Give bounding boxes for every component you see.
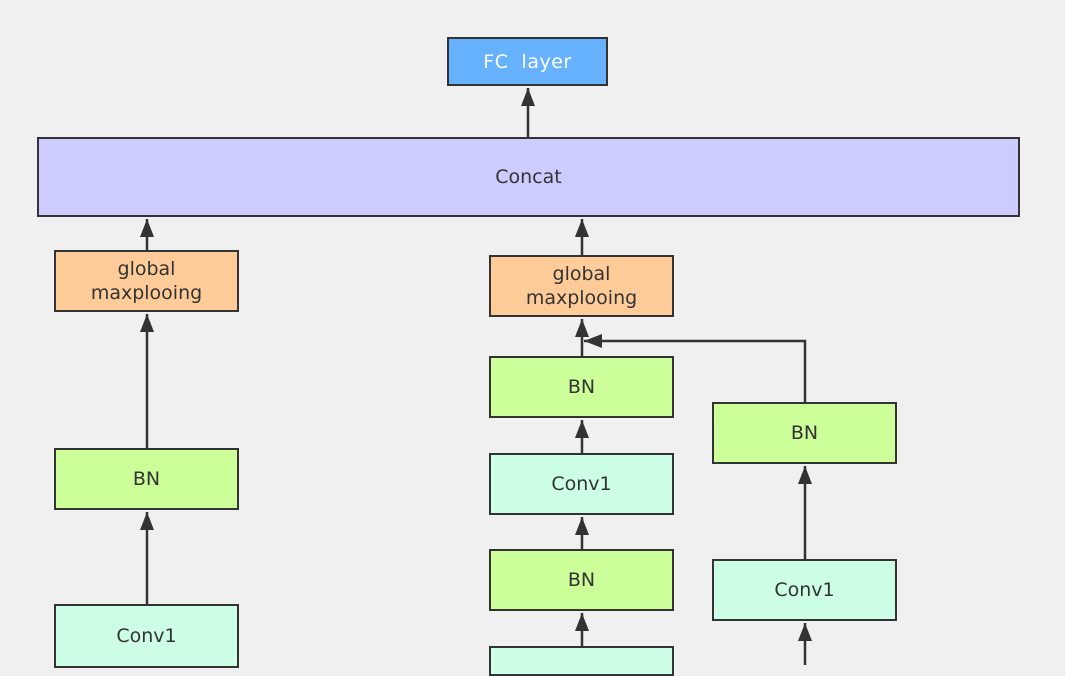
arrowhead-conv-right bbox=[798, 623, 812, 641]
arrowhead-bn-left bbox=[140, 512, 154, 530]
arrowhead-fc bbox=[521, 88, 535, 106]
pool-mid-label-line1: global bbox=[552, 263, 611, 285]
pool-left-label-line2: maxplooing bbox=[90, 282, 203, 304]
conv-left-label: Conv1 bbox=[116, 625, 177, 647]
concat-label: Concat bbox=[495, 166, 562, 188]
conv1-mid-node: Conv1 bbox=[489, 453, 674, 515]
bn-left-label: BN bbox=[132, 468, 161, 490]
arrowhead-bn-right bbox=[798, 466, 812, 484]
arrowhead-bn-mid1 bbox=[575, 420, 589, 438]
global-maxpooling-left-node: global maxplooing bbox=[54, 250, 239, 312]
global-maxpooling-mid-node: global maxplooing bbox=[489, 255, 674, 317]
bn-mid2-label: BN bbox=[567, 569, 596, 591]
bn-mid1-label: BN bbox=[567, 376, 596, 398]
bn-right-label: BN bbox=[790, 422, 819, 444]
bn-mid-upper-node: BN bbox=[489, 356, 674, 418]
concat-node: Concat bbox=[37, 137, 1020, 217]
fc-layer-node: FC layer bbox=[447, 37, 608, 86]
arrowheads bbox=[140, 88, 812, 641]
conv1-left-node: Conv1 bbox=[54, 604, 239, 668]
arrowhead-pool-mid bbox=[575, 319, 589, 337]
conv-right-label: Conv1 bbox=[774, 579, 835, 601]
arrowhead-concat-mid bbox=[575, 219, 589, 237]
arrowhead-merge bbox=[584, 334, 602, 348]
conv-mid1-label: Conv1 bbox=[551, 473, 612, 495]
arrowhead-concat-left bbox=[140, 219, 154, 237]
fc-layer-label: FC layer bbox=[483, 50, 572, 73]
arrowhead-conv-mid1 bbox=[575, 517, 589, 535]
arrowhead-pool-left bbox=[140, 314, 154, 332]
pool-mid-label-line2: maxplooing bbox=[525, 287, 638, 309]
bn-left-node: BN bbox=[54, 448, 239, 510]
arrow-bn-right-to-merge bbox=[584, 339, 807, 402]
conv-mid-lower-node bbox=[489, 646, 674, 676]
arrowhead-bn-mid2 bbox=[575, 613, 589, 631]
pool-left-label-line1: global bbox=[117, 258, 176, 280]
bn-right-node: BN bbox=[712, 402, 897, 464]
bn-mid-lower-node: BN bbox=[489, 549, 674, 611]
conv1-right-node: Conv1 bbox=[712, 559, 897, 621]
